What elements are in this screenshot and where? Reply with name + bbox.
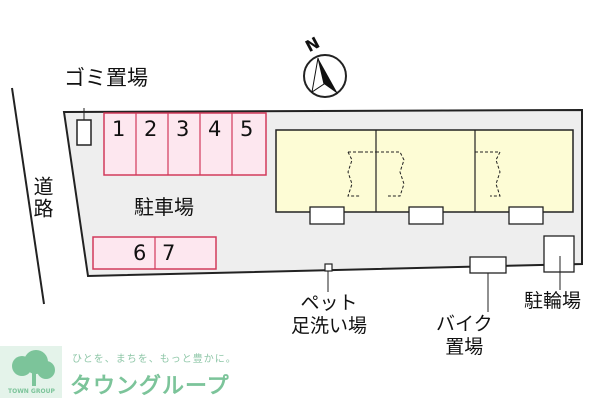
parking-row-top (103, 112, 267, 176)
apartment-building (275, 129, 574, 225)
pet-wash-label: ペット 足洗い場 (291, 292, 368, 337)
road-edge-line (11, 87, 45, 305)
compass-icon (303, 54, 347, 98)
parking-row-bottom (92, 236, 217, 270)
parking-space-number: 7 (162, 241, 176, 265)
parking-space-number: 4 (208, 117, 222, 141)
parking-label: 駐車場 (134, 195, 194, 219)
parking-space-number: 3 (176, 117, 190, 141)
brand-logo-text: TOWN GROUP (8, 388, 55, 395)
pet-wash-marker (324, 263, 333, 272)
brand-name: タウングループ (70, 374, 230, 399)
parking-space-number: 5 (240, 117, 254, 141)
parking-space-number: 1 (112, 117, 126, 141)
bicycle-parking-area (543, 235, 575, 273)
bike-parking-label: バイク 置場 (436, 313, 493, 358)
bicycle-parking-label: 駐輪場 (524, 290, 582, 312)
bike-parking-area (469, 256, 507, 274)
town-group-logo (0, 346, 62, 398)
parking-space-number: 6 (133, 241, 147, 265)
road-label: 道路 (30, 176, 54, 220)
trash-area-label: ゴミ置場 (64, 66, 148, 90)
trash-bin (76, 119, 92, 146)
brand-tagline: ひとを、まちを、もっと豊かに。 (72, 354, 237, 365)
parking-space-number: 2 (144, 117, 158, 141)
